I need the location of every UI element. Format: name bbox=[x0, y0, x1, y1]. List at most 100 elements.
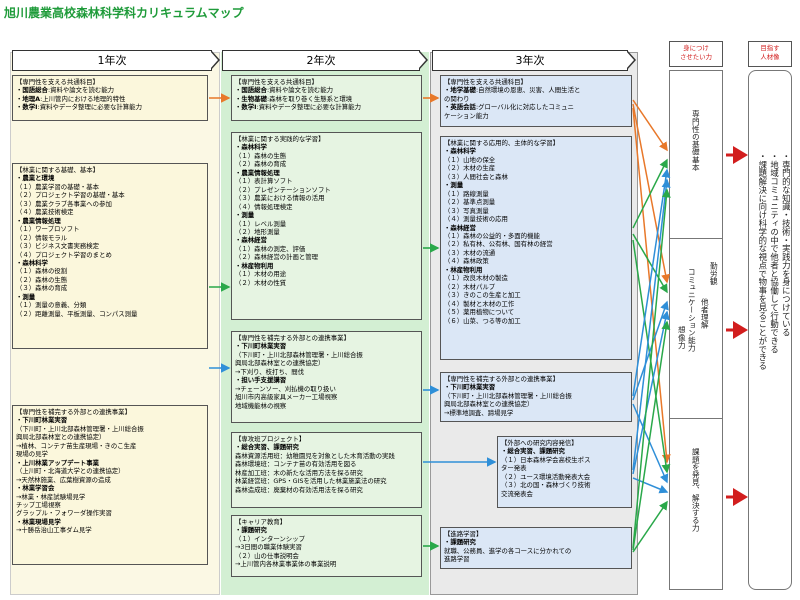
box-heading: 【専門性を支える共通科目】 bbox=[235, 78, 318, 86]
box-line: （４）森林政策 bbox=[444, 257, 489, 266]
box-line: →十勝岳治山工事ダム見学 bbox=[16, 526, 92, 535]
box-line: ・総合実習、課題研究 bbox=[501, 447, 565, 456]
box-line: （３）人間社会と森林 bbox=[444, 172, 508, 181]
box-line: （１）ワープロソフト bbox=[16, 225, 80, 234]
box-line: ・課題研究 bbox=[235, 526, 267, 535]
box-line: （１）表計算ソフト bbox=[235, 177, 293, 186]
y3-presentation-box: 【外部への研究内容発信】・総合実習、課題研究（１）日本森林学会高校生ポスター発表… bbox=[497, 436, 632, 508]
box-line: ・林業学習会 bbox=[16, 484, 55, 493]
box-line: ・総合実習、課題研究 bbox=[235, 443, 299, 452]
box-line: （２）森林の育成 bbox=[235, 160, 287, 169]
box-line: 林業経営班：GPS・GISを活用した林業施業法の研究 bbox=[235, 477, 387, 486]
box-line: →天然林施業、広葉樹資源の造成 bbox=[16, 475, 111, 484]
box-line: の関わり bbox=[444, 94, 470, 103]
y3-applied-box: 【林業に関する応用的、主体的な学習】・森林科学（１）山地の保全（２）木材の生産（… bbox=[440, 136, 632, 360]
skill-communication: コミュニケーション能力 bbox=[687, 268, 697, 352]
box-heading: 【林業に関する実践的な学習】 bbox=[235, 135, 325, 143]
skills-header: 身につけ させたい力 bbox=[669, 41, 723, 67]
target-text: ・専門的な知識・技術・実践力を身につけている ・地域コミュニティの中で他者と協働… bbox=[756, 152, 792, 370]
box-line: ・農業情報処理 bbox=[16, 216, 61, 225]
box-line: ・国語総合:資料や論文を読む能力 bbox=[235, 86, 334, 95]
y2-project-box: 【専攻班プロジェクト】・総合実習、課題研究森林資源活用班：幼稚園児を対象とした木… bbox=[231, 432, 422, 508]
box-line: （２）情報モラル bbox=[16, 233, 68, 242]
box-heading: 【専門性を補完する外部との連携事業】 bbox=[444, 375, 559, 383]
box-line: （１）森林の測定、評価 bbox=[235, 244, 306, 253]
box-line: ・地学基礎:自然環境の恩恵、災害、人間生活と bbox=[444, 86, 581, 95]
box-line: 交流発表会 bbox=[501, 489, 533, 498]
box-line: 興局北部森林室との連携協定） bbox=[16, 433, 106, 442]
box-line: →植林、コンテナ苗生産現場・きのこ生産 bbox=[16, 441, 137, 450]
box-heading: 【専門性を支える共通科目】 bbox=[444, 78, 527, 86]
box-line: （２）ユース環境活動発表大会 bbox=[501, 472, 591, 481]
box-line: →上川管内各林業事業体の事業説明 bbox=[235, 560, 337, 569]
box-heading: 【専門性を補完する外部との連携事業】 bbox=[16, 408, 131, 416]
box-line: （１）農業学習の基礎・基本 bbox=[16, 182, 100, 191]
target-line-2: ・地域コミュニティの中で他者と協働して行動できる bbox=[769, 152, 780, 354]
box-line: （３）木材の流通 bbox=[444, 248, 496, 257]
box-line: ・下川町林業実習 bbox=[444, 383, 496, 392]
box-line: ター発表 bbox=[501, 464, 527, 473]
box-line: （２）森林経営の計画と管理 bbox=[235, 253, 319, 262]
box-heading: 【専門性を支える共通科目】 bbox=[16, 78, 99, 86]
box-line: ・林業現場見学 bbox=[16, 517, 61, 526]
box-line: （１）森林の公益的・多面的機能 bbox=[444, 231, 540, 240]
box-line: （２）地形測量 bbox=[235, 227, 280, 236]
box-line: ・森林経営 bbox=[444, 223, 476, 232]
box-line: ・森林経営 bbox=[235, 236, 267, 245]
skill-problem-solving: 課題を発見、解決する力 bbox=[691, 448, 701, 532]
box-line: 林産加工班：木の新たな活用方法を探る研究 bbox=[235, 468, 363, 477]
box-line: ・農業情報処理 bbox=[235, 168, 280, 177]
box-heading: 【進路学習】 bbox=[444, 530, 483, 538]
box-line: （３）森林の育成 bbox=[16, 284, 68, 293]
box-line: （２）木材パルプ bbox=[444, 282, 496, 291]
box-line: （２）木材の性質 bbox=[235, 278, 287, 287]
y2-practical-box: 【林業に関する実践的な学習】・森林科学（１）森林の生態（２）森林の育成・農業情報… bbox=[231, 132, 422, 320]
skills-column bbox=[669, 70, 723, 590]
box-heading: 【専門性を補完する外部との連携事業】 bbox=[235, 334, 350, 342]
year3-header: 3年次 bbox=[432, 50, 636, 71]
box-line: ・測量 bbox=[444, 181, 464, 190]
year2-header: 2年次 bbox=[222, 50, 428, 71]
box-line: 進路学習 bbox=[444, 555, 470, 564]
box-line: 就職、公務員、進学の各コースに分かれての bbox=[444, 546, 572, 555]
y3-common-box: 【専門性を支える共通科目】・地学基礎:自然環境の恩恵、災害、人間生活との関わり・… bbox=[440, 75, 632, 127]
box-line: （２）プレゼンテーションソフト bbox=[235, 185, 331, 194]
box-line: 興局北部森林室との連携協定） bbox=[235, 359, 325, 368]
y2-career-box: 【キャリア教育】・課題研究（１）インターンシップ→3日間の職業体験実習（２）山の… bbox=[231, 515, 422, 577]
box-line: （１）路線測量 bbox=[444, 189, 489, 198]
box-line: ・下川町林業実習 bbox=[235, 342, 287, 351]
box-line: （２）森林の生態 bbox=[16, 275, 68, 284]
box-line: ・林産物利用 bbox=[235, 261, 274, 270]
box-line: （下川町・上川北部森林管理署・上川総合振 bbox=[235, 350, 363, 359]
box-line: （１）レベル測量 bbox=[235, 219, 287, 228]
page-title: 旭川農業高校森林科学科カリキュラムマップ bbox=[4, 6, 244, 20]
box-line: （１）森林の生態 bbox=[235, 151, 287, 160]
target-header: 目指す 人材像 bbox=[748, 41, 792, 67]
box-line: チップ工場視察 bbox=[16, 500, 61, 509]
box-line: （３）写真測量 bbox=[444, 206, 489, 215]
box-line: ・森林科学 bbox=[444, 147, 476, 156]
box-heading: 【外部への研究内容発信】 bbox=[501, 439, 578, 447]
box-line: ・下川町林業実習 bbox=[16, 416, 68, 425]
box-line: ・担い手支援講習 bbox=[235, 376, 287, 385]
box-line: （下川町・上川北部森林管理署・上川総合振 bbox=[444, 391, 572, 400]
box-line: ・森林科学 bbox=[16, 258, 48, 267]
box-line: （１）改良木材の製造 bbox=[444, 274, 508, 283]
box-line: 森林造成班：廃棄材の有効活用法を探る研究 bbox=[235, 485, 363, 494]
box-line: （２）基準点測量 bbox=[444, 198, 496, 207]
skill-imagination: 想像力 bbox=[677, 326, 687, 349]
box-line: →林業・林産試験場見学 bbox=[16, 492, 86, 501]
box-line: 地域機能林の視察 bbox=[235, 401, 287, 410]
box-line: ケーション能力 bbox=[444, 111, 489, 120]
box-line: （４）プロジェクト学習のまとめ bbox=[16, 250, 112, 259]
box-heading: 【専攻班プロジェクト】 bbox=[235, 435, 306, 443]
y3-course-box: 【進路学習】・課題研究就職、公務員、進学の各コースに分かれての進路学習 bbox=[440, 527, 632, 569]
box-line: ・英語会話:グローバル化に対応したコミュニ bbox=[444, 103, 574, 112]
box-line: （６）山菜、つる等の加工 bbox=[444, 316, 521, 325]
box-line: ・農業と環境 bbox=[16, 174, 55, 183]
box-line: ・林産物利用 bbox=[444, 265, 483, 274]
box-line: （１）日本森林学会高校生ポス bbox=[501, 455, 591, 464]
box-line: 森林資源活用班：幼稚園児を対象とした木育活動の実践 bbox=[235, 451, 395, 460]
box-line: （１）森林の役割 bbox=[16, 267, 68, 276]
box-line: （２）プロジェクト学習の基礎・基本 bbox=[16, 191, 125, 200]
